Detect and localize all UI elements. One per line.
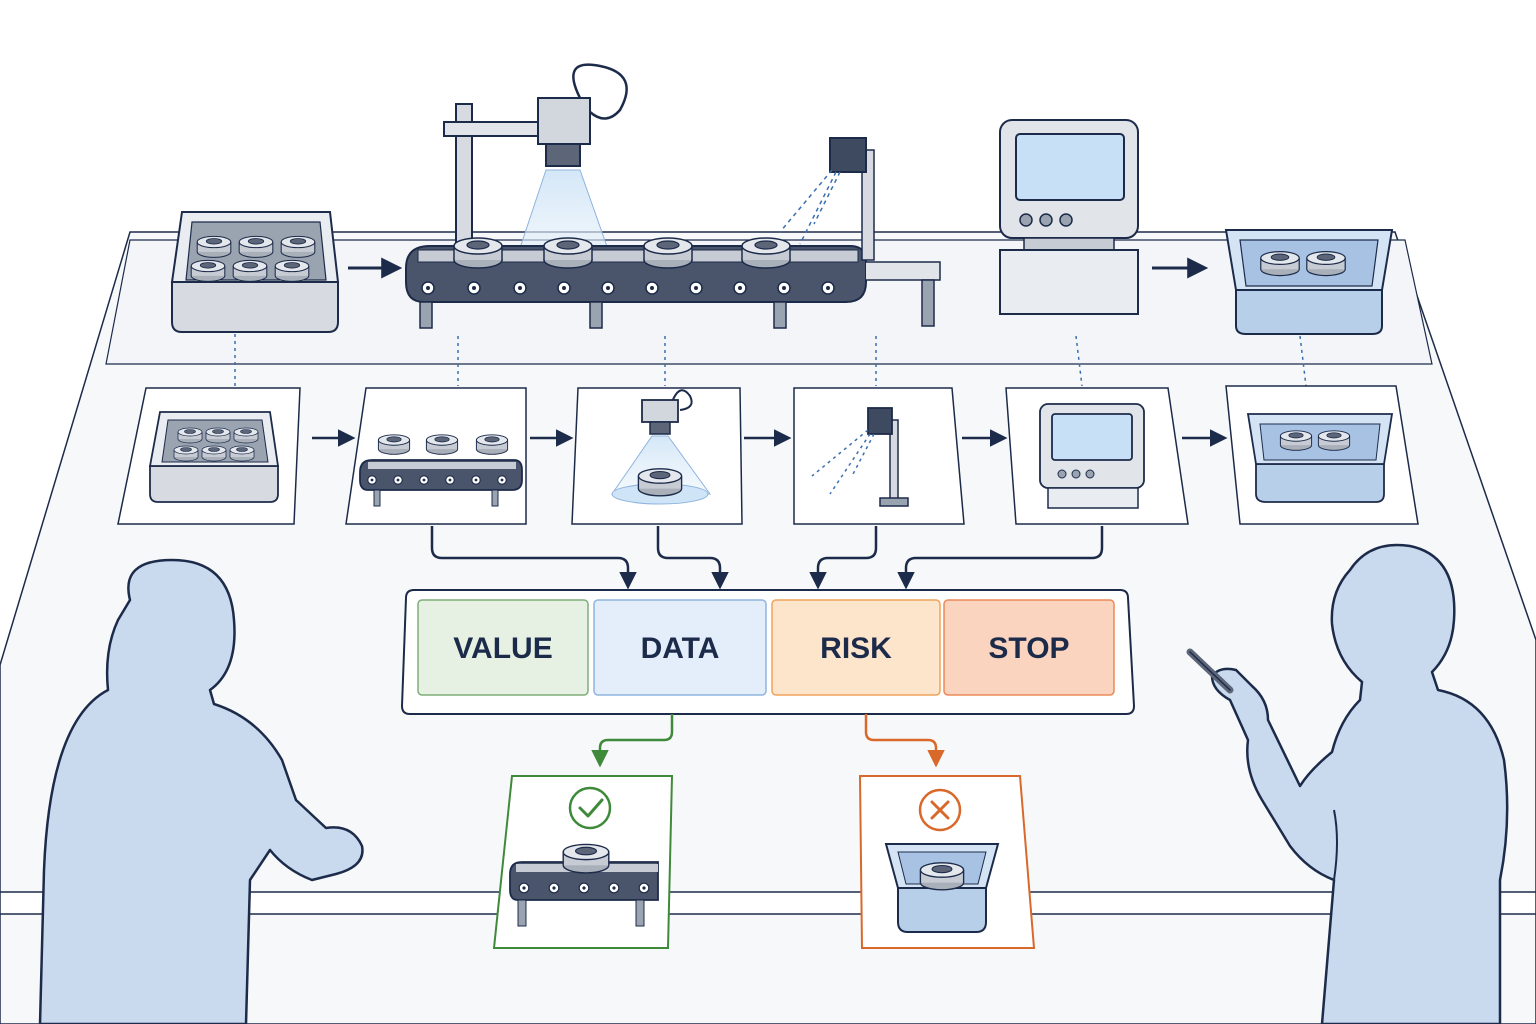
process-step-cards — [117, 385, 1419, 525]
step-card-vision-camera — [571, 387, 743, 525]
step-card-output-bin — [1225, 385, 1419, 525]
segment-risk-label: RISK — [820, 632, 892, 665]
segment-stop-box — [943, 599, 1115, 696]
segment-data: DATA — [593, 599, 767, 696]
decision-bar: VALUE DATA RISK STOP — [400, 589, 1136, 715]
segment-risk-box — [771, 599, 941, 696]
output-parts-bin — [1224, 229, 1394, 335]
segment-data-box — [593, 599, 767, 696]
segment-risk: RISK — [771, 599, 941, 696]
segment-value: VALUE — [417, 599, 589, 696]
pass-outcome-card — [492, 775, 674, 949]
input-parts-bin — [170, 211, 340, 333]
conveyor-belt — [405, 237, 941, 329]
segment-stop-label: STOP — [988, 632, 1069, 665]
step-card-parts-bin — [117, 387, 301, 525]
dotted-connectors — [234, 334, 1307, 387]
control-terminal — [999, 119, 1139, 315]
pass-arrow — [591, 714, 674, 768]
step-card-conveyor — [345, 387, 527, 525]
person-right — [1186, 543, 1509, 1024]
step-card-laser-scanner — [793, 387, 965, 525]
person-left — [38, 558, 364, 1024]
segment-stop: STOP — [943, 599, 1115, 696]
step-card-control-terminal — [1005, 387, 1189, 525]
segment-value-label: VALUE — [453, 632, 552, 665]
reject-arrow — [864, 714, 945, 768]
feed-arrows — [430, 526, 1104, 590]
x-mark-icon — [918, 788, 962, 832]
laser-scanner-station — [779, 137, 875, 261]
segment-value-box — [417, 599, 589, 696]
checkmark-icon — [568, 786, 612, 830]
reject-outcome-card — [858, 775, 1036, 949]
segment-data-label: DATA — [641, 632, 720, 665]
